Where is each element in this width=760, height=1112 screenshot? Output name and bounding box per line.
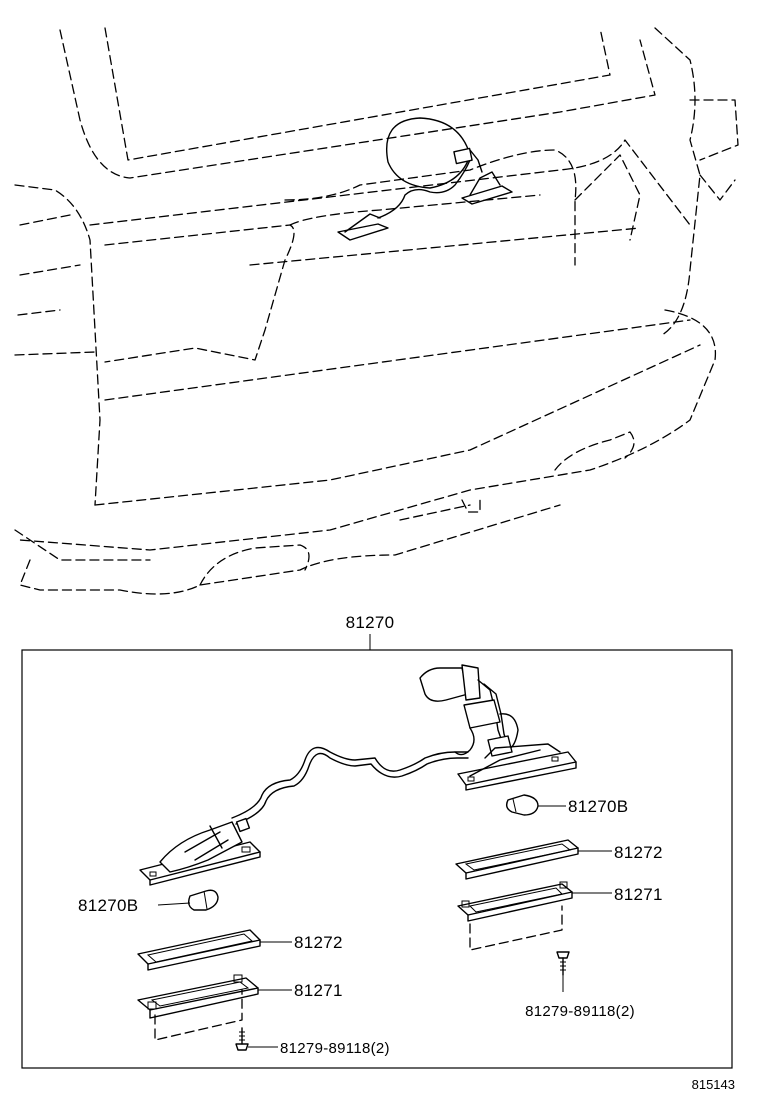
bulb-right	[505, 794, 539, 816]
lamp-base-left	[139, 817, 261, 886]
callout-bulb-right: 81270B	[568, 797, 628, 816]
housing-right	[457, 881, 573, 951]
lens-right	[455, 839, 579, 880]
screw-left	[235, 1027, 249, 1051]
leader-lines	[157, 805, 612, 1048]
callout-bulb-left: 81270B	[78, 896, 138, 915]
wiring-harness	[231, 664, 519, 825]
lamp-base-right	[457, 743, 577, 791]
installed-license-lamps	[337, 147, 513, 241]
callout-lens-left: 81272	[294, 933, 343, 952]
bulb-left	[187, 889, 219, 911]
callout-lens-right: 81272	[614, 843, 663, 862]
screw-right	[556, 951, 570, 976]
lens-left	[137, 929, 261, 971]
vehicle-rear-outline	[14, 27, 739, 595]
figure-number: 815143	[692, 1077, 735, 1092]
callout-screw-right: 81279-89118(2)	[525, 1003, 635, 1020]
callout-housing-left: 81271	[294, 981, 343, 1000]
housing-left	[137, 974, 259, 1041]
assembly-number-label: 81270	[346, 613, 395, 632]
assembly-bracket: 81270	[21, 613, 733, 1069]
callout-screw-left: 81279-89118(2)	[280, 1040, 390, 1057]
callout-housing-right: 81271	[614, 885, 663, 904]
